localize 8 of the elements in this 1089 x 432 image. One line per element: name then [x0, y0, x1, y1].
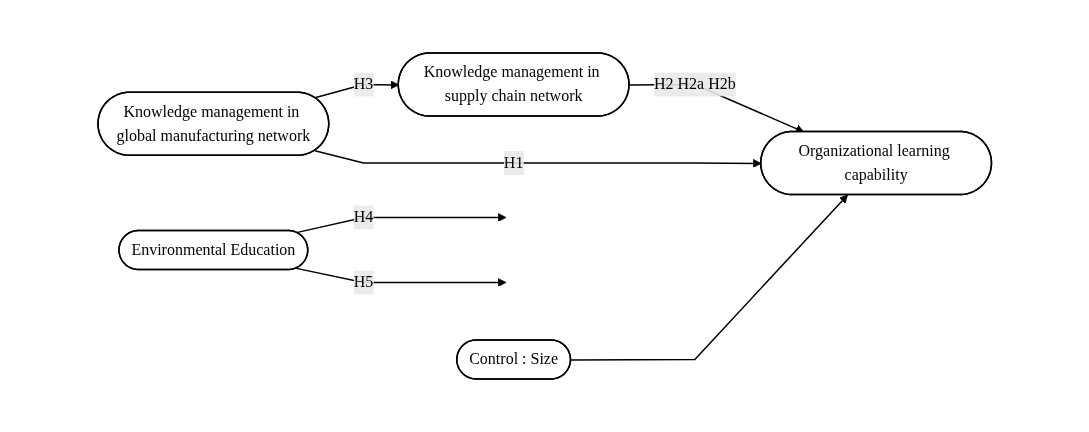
arrow	[313, 80, 399, 99]
edge-label: H4	[353, 208, 374, 226]
arrow	[295, 213, 507, 234]
edge-label: H1	[503, 154, 524, 171]
edge-label: H5	[353, 273, 374, 291]
arrow	[295, 267, 507, 287]
edge-label: H2 H2a H2b	[653, 75, 736, 93]
edge-label: H3	[353, 75, 374, 93]
